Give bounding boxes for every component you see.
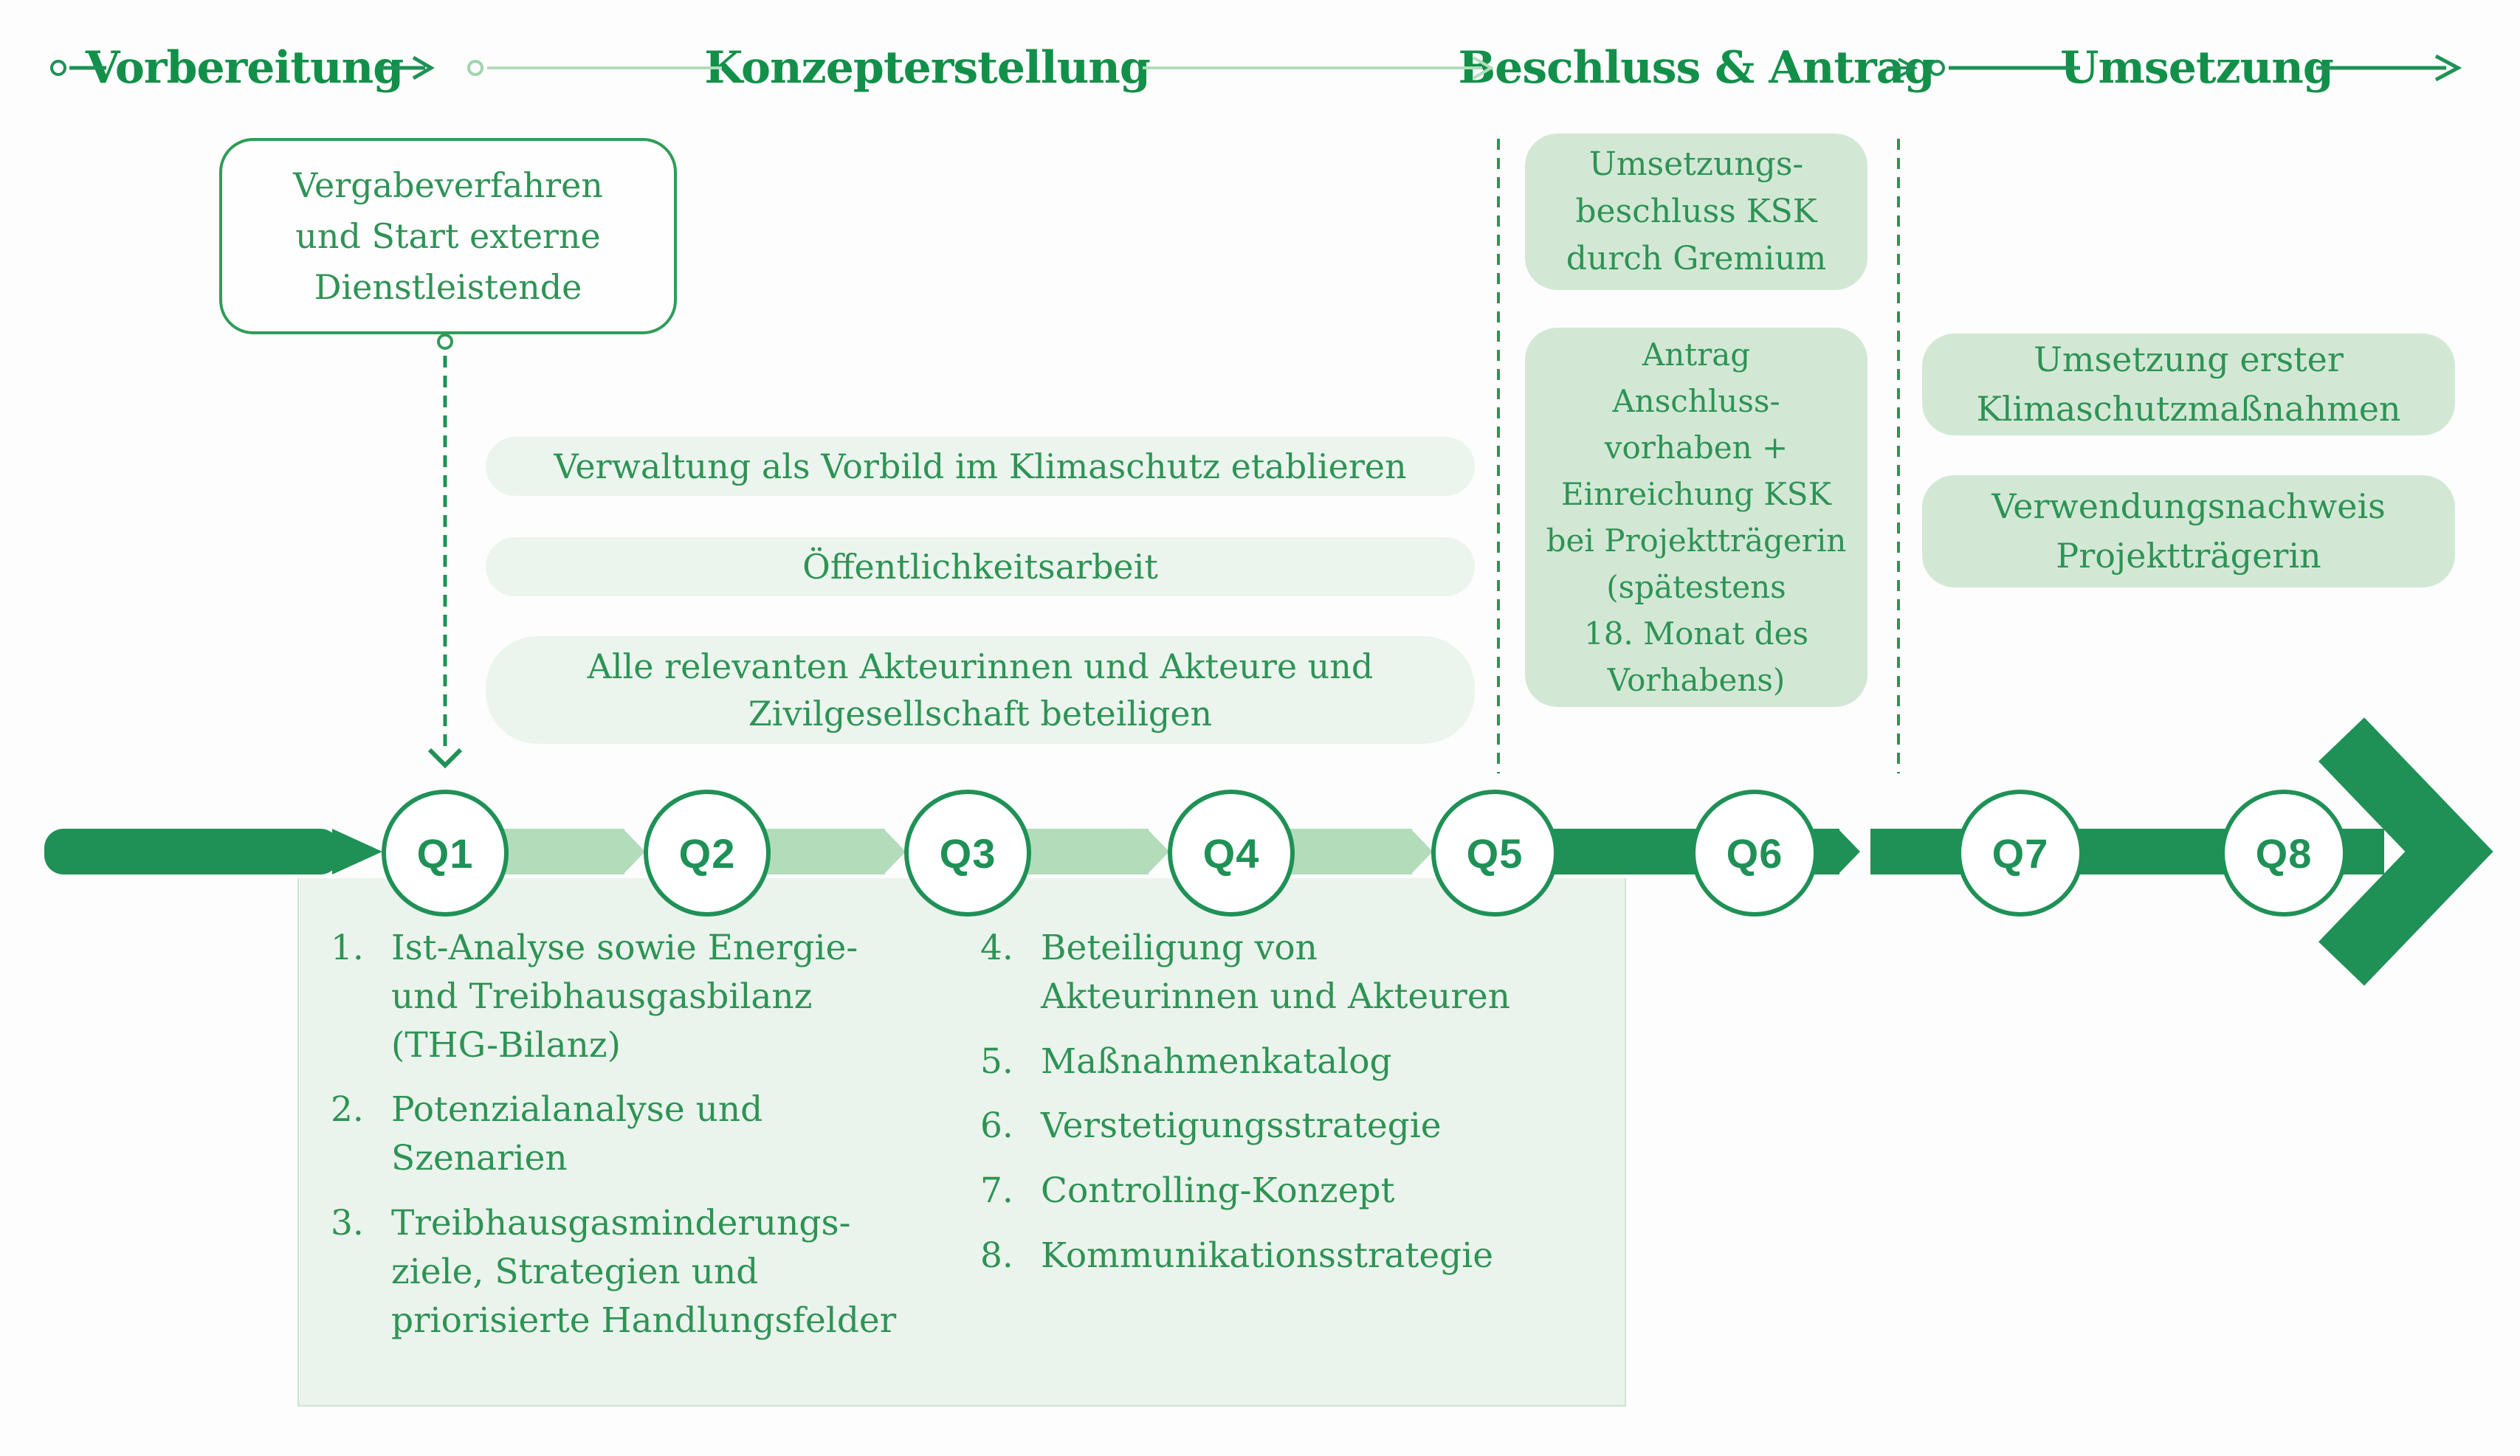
quarter-label: Q3 — [939, 829, 996, 877]
quarter-circle-q8: Q8 — [2220, 790, 2347, 917]
quarter-label: Q4 — [1202, 829, 1260, 877]
callout-vergabeverfahren: Vergabeverfahren und Start externe Diens… — [219, 138, 677, 334]
arrow-right-icon — [412, 55, 435, 80]
quarter-detail-panel — [297, 878, 1626, 1407]
task-number: 8. — [980, 1235, 1013, 1276]
timeline-bar-start — [44, 829, 340, 874]
phase-start-dot — [467, 60, 483, 76]
decision-box-umsetzungsbeschluss: Umsetzungs- beschluss KSK durch Gremium — [1525, 134, 1867, 290]
implementation-box-massnahmen: Umsetzung erster Klimaschutzmaßnahmen — [1922, 334, 2455, 435]
list-item: 1. Ist-Analyse sowie Energie- und Treibh… — [331, 924, 965, 1069]
quarter-circle-q7: Q7 — [1957, 790, 2084, 917]
arrow-down-icon — [427, 748, 463, 769]
timeline-segment-tip — [884, 829, 906, 874]
task-text: Verstetigungsstrategie — [1041, 1105, 1442, 1147]
task-text: Maßnahmenkatalog — [1041, 1041, 1392, 1082]
phase-label-konzepterstellung: Konzepterstellung — [704, 42, 1151, 94]
phase-label-beschluss-antrag: Beschluss & Antrag — [1458, 42, 1935, 94]
timeline-segment-tip — [1147, 829, 1169, 874]
quarter-circle-q6: Q6 — [1691, 790, 1818, 917]
task-list-left: 1. Ist-Analyse sowie Energie- und Treibh… — [331, 924, 965, 1361]
timeline-segment-tip — [1411, 829, 1433, 874]
task-number: 2. — [331, 1089, 364, 1131]
quarter-label: Q5 — [1466, 829, 1524, 877]
list-item: 3. Treibhausgasminderungs- ziele, Strate… — [331, 1199, 965, 1345]
list-item: 2. Potenzialanalyse und Szenarien — [331, 1086, 965, 1183]
callout-text: Vergabeverfahren und Start externe Diens… — [293, 165, 603, 307]
list-item: 5. Maßnahmenkatalog — [980, 1038, 1615, 1086]
quarter-label: Q6 — [1726, 829, 1783, 877]
quarter-circle-q1: Q1 — [382, 790, 509, 917]
activity-pill-oeffentlichkeitsarbeit: Öffentlichkeitsarbeit — [486, 537, 1475, 596]
quarter-label: Q2 — [678, 829, 736, 877]
task-number: 6. — [980, 1105, 1013, 1147]
task-text: Ist-Analyse sowie Energie- und Treibhaus… — [391, 928, 858, 1066]
quarter-label: Q7 — [1991, 829, 2049, 877]
implementation-box-verwendungsnachweis: Verwendungsnachweis Projektträgerin — [1922, 475, 2455, 587]
quarter-label: Q8 — [2255, 829, 2313, 877]
callout-connector-dot — [437, 334, 453, 350]
task-text: Treibhausgasminderungs- ziele, Strategie… — [391, 1202, 897, 1341]
task-number: 3. — [331, 1202, 364, 1243]
phase-label-umsetzung: Umsetzung — [2060, 42, 2334, 94]
list-item: 4. Beteiligung von Akteurinnen und Akteu… — [980, 924, 1615, 1021]
quarter-label: Q1 — [416, 829, 474, 877]
task-list-right: 4. Beteiligung von Akteurinnen und Akteu… — [980, 924, 1615, 1297]
task-number: 5. — [980, 1041, 1013, 1082]
task-number: 7. — [980, 1170, 1013, 1212]
task-text: Beteiligung von Akteurinnen und Akteuren — [1041, 928, 1510, 1017]
task-text: Kommunikationsstrategie — [1041, 1235, 1494, 1276]
quarter-circle-q2: Q2 — [644, 790, 771, 917]
timeline-segment-tip — [1838, 829, 1860, 874]
phase-label-vorbereitung: Vorbereitung — [85, 42, 404, 94]
task-number: 1. — [331, 928, 364, 968]
activity-pill-akteure: Alle relevanten Akteurinnen und Akteure … — [486, 636, 1475, 744]
timeline-bar-start-tip — [332, 829, 382, 874]
timeline-segment-tip — [623, 829, 645, 874]
task-text: Potenzialanalyse und Szenarien — [391, 1089, 763, 1179]
task-text: Controlling-Konzept — [1041, 1170, 1395, 1212]
list-item: 7. Controlling-Konzept — [980, 1167, 1615, 1215]
task-number: 4. — [980, 928, 1013, 968]
list-item: 8. Kommunikationsstrategie — [980, 1232, 1615, 1280]
activity-pill-verwaltung: Verwaltung als Vorbild im Klimaschutz et… — [486, 437, 1475, 496]
quarter-circle-q4: Q4 — [1168, 790, 1295, 917]
list-item: 6. Verstetigungsstrategie — [980, 1102, 1615, 1150]
decision-box-antrag-einreichung: Antrag Anschluss- vorhaben + Einreichung… — [1525, 328, 1867, 707]
phase-start-dot — [50, 60, 66, 76]
quarter-circle-q5: Q5 — [1431, 790, 1558, 917]
timeline-arrowhead-icon — [2318, 717, 2493, 986]
arrow-right-icon — [2434, 54, 2462, 82]
quarter-circle-q3: Q3 — [904, 790, 1031, 917]
